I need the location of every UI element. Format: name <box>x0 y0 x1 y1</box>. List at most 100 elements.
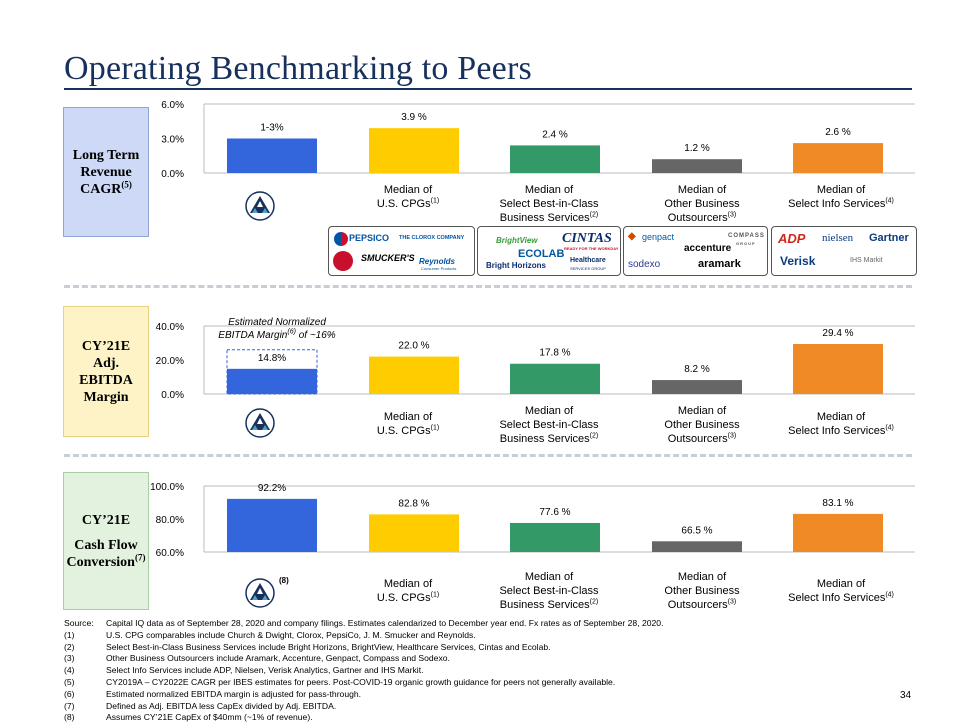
cat-line: Other Business <box>664 198 740 210</box>
cat-line: Select Best-in-Class <box>499 198 599 210</box>
section-label-cash-flow-conversion: CY’21E Cash Flow Conversion(7) <box>63 472 149 610</box>
section-divider <box>64 454 912 457</box>
footnote-row: (4)Select Info Services include ADP, Nie… <box>64 665 663 677</box>
logo-text: COMPASS <box>728 233 765 239</box>
page-number: 34 <box>900 690 912 701</box>
cat-footnote: (3) <box>727 432 737 440</box>
company-logo-icon <box>245 408 275 438</box>
category-label-cpgs: Median of U.S. CPGs(1) <box>343 183 473 211</box>
footnote-key: (4) <box>64 665 75 676</box>
label-line: EBITDA <box>79 372 133 388</box>
label-line: Long Term <box>72 147 140 163</box>
logo-text: SMUCKER'S <box>361 253 415 263</box>
data-label: 1.2 % <box>684 143 710 154</box>
cpg-peer-logos: PEPSICO THE CLOROX COMPANY SMUCKER'S Rey… <box>328 226 475 276</box>
cat-footnote: (4) <box>885 424 894 432</box>
data-label: 1-3% <box>260 123 283 134</box>
cat-line: U.S. CPGs <box>376 592 431 604</box>
cat-footnote: (3) <box>727 211 737 219</box>
data-label: 14.8% <box>258 353 286 364</box>
cat-line: U.S. CPGs <box>376 198 431 210</box>
cat-line: Median of <box>383 411 433 423</box>
cat-line: Median of <box>816 578 866 590</box>
footnote-text: Capital IQ data as of September 28, 2020… <box>106 618 664 628</box>
normalized-margin-box <box>226 349 318 395</box>
section-divider <box>64 285 912 288</box>
data-label: 2.4 % <box>542 129 568 140</box>
cat-line: Median of <box>524 184 574 196</box>
title-rule <box>64 88 912 90</box>
y-tick-label: 0.0% <box>161 169 184 180</box>
data-label: 92.2% <box>258 483 286 494</box>
logo-text: PEPSICO <box>349 233 390 243</box>
logo-text: Healthcare <box>570 257 606 264</box>
info-services-peer-logos: ADP nielsen Gartner Verisk IHS Markit <box>771 226 917 276</box>
cat-line: Median of <box>383 184 433 196</box>
logo-text: genpact <box>642 232 675 242</box>
data-label: 83.1 % <box>822 498 853 509</box>
footnote-text: Select Best-in-Class Business Services i… <box>106 641 551 652</box>
cat-line: Median of <box>524 405 574 417</box>
y-tick-label: 60.0% <box>156 548 184 559</box>
data-label: 3.9 % <box>401 112 427 123</box>
cat-footnote: (2) <box>589 211 599 219</box>
data-label: 66.5 % <box>681 525 712 536</box>
cat-footnote: (4) <box>885 197 894 205</box>
y-tick-label: 20.0% <box>156 356 184 367</box>
footnote-text: Defined as Adj. EBITDA less CapEx divide… <box>106 700 337 711</box>
cat-footnote: (1) <box>430 197 440 205</box>
bar <box>793 344 883 394</box>
bar <box>369 356 459 394</box>
logo-text: BrightView <box>496 236 538 245</box>
bar <box>793 513 883 552</box>
logo-text: THE CLOROX COMPANY <box>399 235 465 241</box>
business-services-peer-logos: BrightView CINTAS READY FOR THE WORKDAY … <box>477 226 621 276</box>
logo-text: SERVICES GROUP <box>570 266 606 271</box>
footnote-key: (1) <box>64 629 75 640</box>
footnote-text: Estimated normalized EBITDA margin is ad… <box>106 688 362 699</box>
logo-text: nielsen <box>822 232 854 244</box>
cat-line: Select Best-in-Class <box>499 419 599 431</box>
footnote-row: (8)Assumes CY’21E CapEx of $40mm (~1% of… <box>64 712 663 724</box>
label-line: Revenue <box>80 164 132 180</box>
data-label: 17.8 % <box>539 348 570 359</box>
cat-footnote: (1) <box>430 424 440 432</box>
footnote-row: (5)CY2019A – CY2022E CAGR per IBES estim… <box>64 677 663 689</box>
cat-line: Select Info Services <box>788 198 886 210</box>
cat-line: Median of <box>524 571 574 583</box>
logo-text: Consumer Products <box>421 266 457 271</box>
cash-flow-conversion-chart: 100.0%80.0%60.0%92.2%82.8 %77.6 %66.5 %8… <box>150 482 915 559</box>
logo-text: GROUP <box>736 241 756 246</box>
cat-line: Median of <box>677 184 727 196</box>
category-label-business-services: Median of Select Best-in-Class Business … <box>484 183 614 225</box>
footnote-text: Other Business Outsourcers include Arama… <box>106 653 450 664</box>
annotation-line: Estimated Normalized <box>228 317 326 328</box>
annotation-footnote: (6) <box>287 328 296 336</box>
footnote-row: (7)Defined as Adj. EBITDA less CapEx div… <box>64 701 663 713</box>
footnote-text: U.S. CPG comparables include Church & Dw… <box>106 629 476 640</box>
footnote-row: (3) Other Business Outsourcers include Ar… <box>64 653 663 665</box>
cat-line: Outsourcers <box>667 212 728 224</box>
cat-line: Other Business <box>664 585 740 597</box>
label-line: Margin <box>83 389 129 405</box>
page-title: Operating Benchmarking to Peers <box>64 50 532 87</box>
data-label: 22.0 % <box>398 341 429 352</box>
cat-line: Median of <box>383 578 433 590</box>
company-logo-icon <box>245 578 275 608</box>
data-label: 82.8 % <box>398 498 429 509</box>
annotation-line: EBITDA Margin <box>218 330 288 341</box>
logo-text: ADP <box>778 231 806 246</box>
footnote-key: (3) <box>64 653 75 664</box>
bar <box>510 363 600 394</box>
logo-text: CINTAS <box>562 231 612 246</box>
cat-line: Business Services <box>499 212 590 224</box>
footnote-text: Assumes CY’21E CapEx of $40mm (~1% of re… <box>106 712 313 723</box>
bar <box>652 380 742 394</box>
cat-line: Select Best-in-Class <box>499 585 599 597</box>
section-label-revenue-cagr: Long Term Revenue CAGR(5) <box>63 107 149 237</box>
label-line: CY’21E <box>81 512 131 528</box>
cat-line: Median of <box>677 405 727 417</box>
cat-line: Select Info Services <box>788 592 886 604</box>
y-tick-label: 6.0% <box>161 100 184 111</box>
y-tick-label: 80.0% <box>156 515 184 526</box>
